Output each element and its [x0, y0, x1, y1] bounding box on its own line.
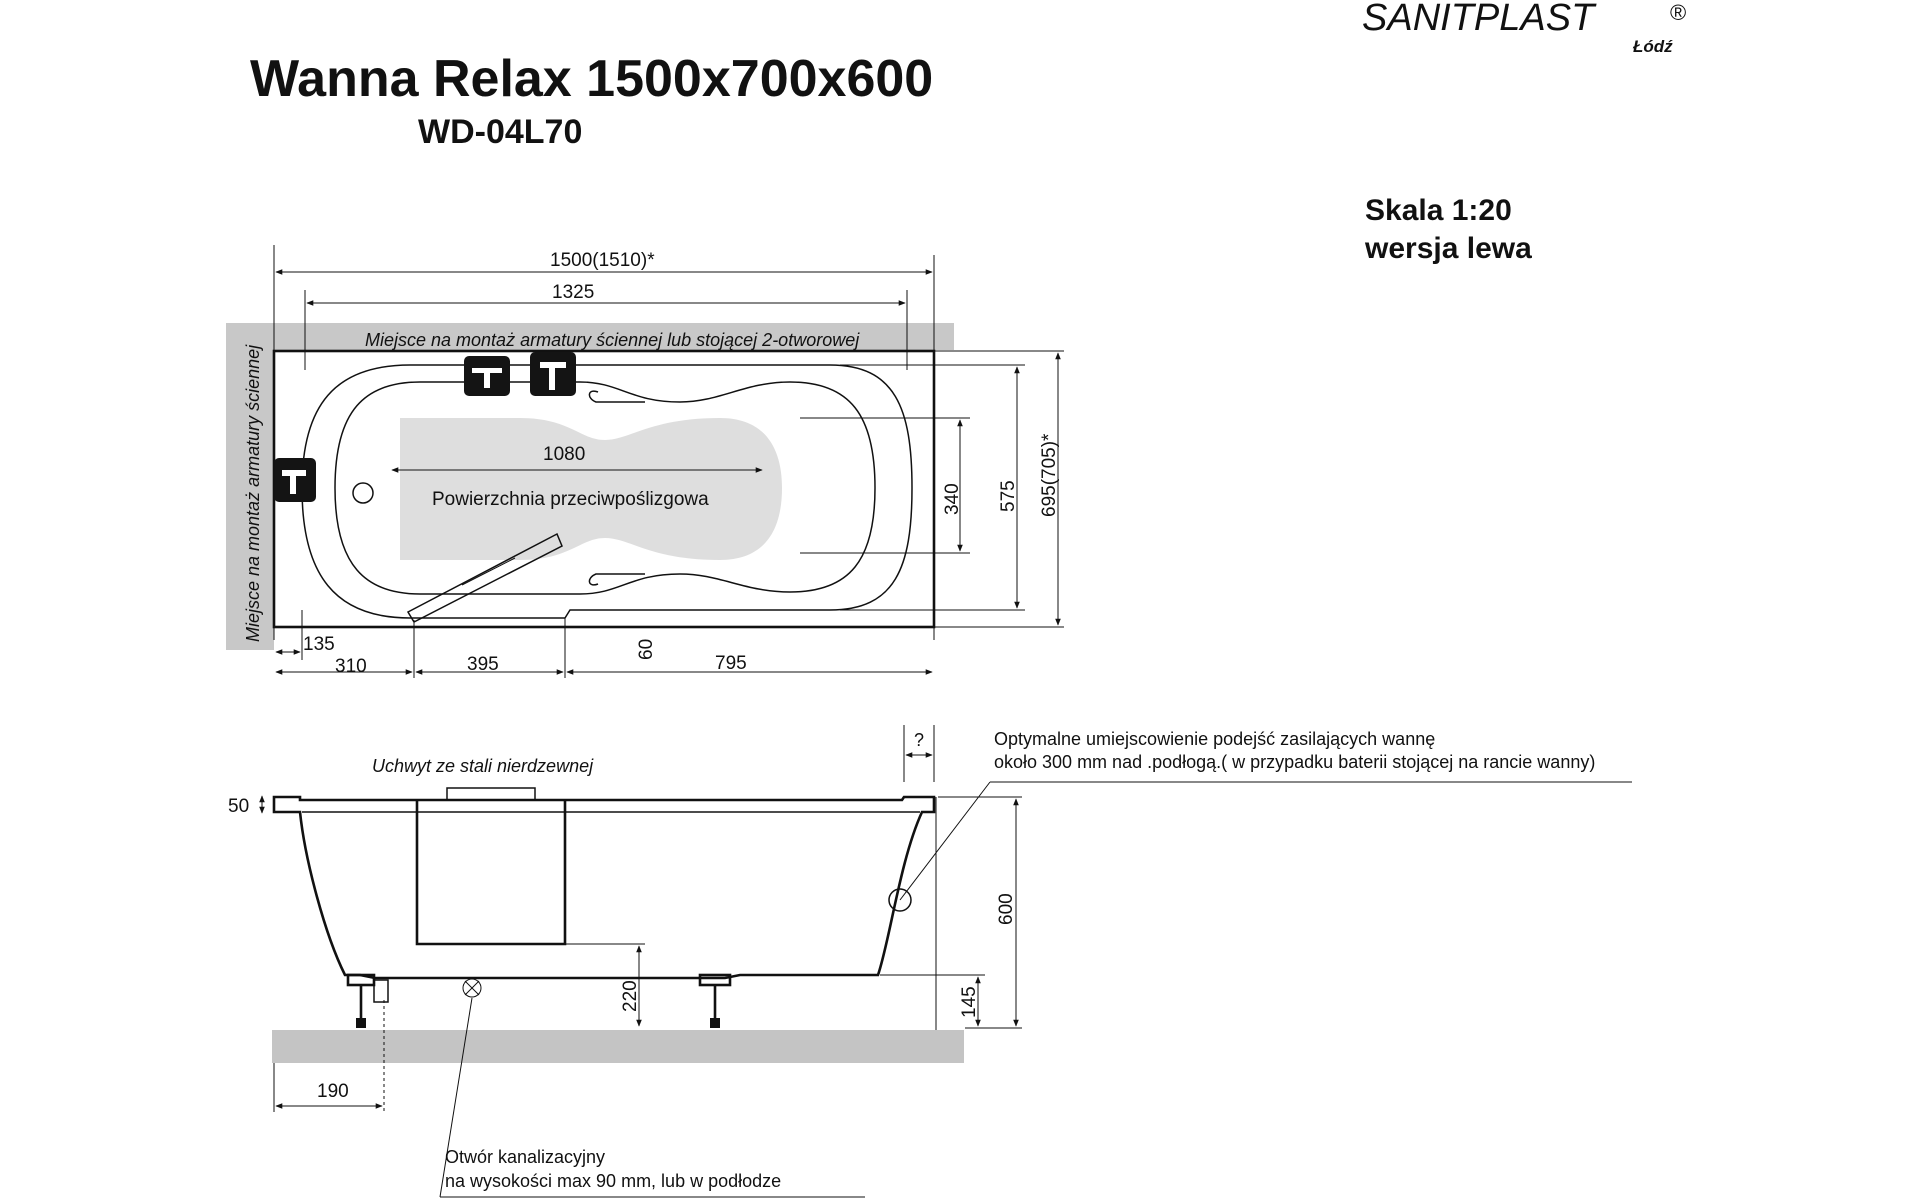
- surface-label: Powierzchnia przeciwpoślizgowa: [432, 489, 709, 510]
- tub-feet: [346, 973, 732, 1028]
- handle-bar-top: [406, 532, 563, 623]
- groove-top: [588, 390, 645, 403]
- tub-side-outline: [272, 795, 936, 980]
- faucet-zone-long-band: [272, 323, 954, 350]
- anti-slip-surface: [400, 418, 782, 560]
- faucet-zone-side-band: [226, 323, 274, 650]
- dim-drain-offset-label: 190: [317, 1081, 349, 1102]
- dim-remaining-label: 795: [715, 653, 747, 674]
- groove-bottom: [588, 573, 645, 586]
- drain-outlet-icon: [462, 978, 482, 998]
- standing-faucet-icon: [530, 352, 576, 396]
- supply-leader-line: [899, 781, 991, 901]
- basin-inner-contour: [334, 381, 876, 595]
- dim-inner-length-label: 1325: [552, 282, 594, 303]
- brand-name: SANITPLAST: [1362, 0, 1597, 39]
- brand-registered-mark: ®: [1670, 0, 1686, 25]
- dim-unknown-label: ?: [914, 730, 924, 750]
- dim-inner-width-label: 340: [942, 483, 963, 515]
- drain-hole: [352, 482, 374, 504]
- version-label: wersja lewa: [1364, 232, 1532, 265]
- dim-overall-length-label: 1500(1510)*: [550, 250, 655, 271]
- dim-handle-offset-label: 310: [335, 656, 367, 677]
- supply-note-line2: około 300 mm nad .podłogą.( w przypadku …: [994, 752, 1595, 772]
- model-code: WD-04L70: [418, 113, 582, 151]
- supply-point-icon: [888, 888, 912, 912]
- dim-surface-length-label: 1080: [543, 444, 585, 465]
- dim-height-label: 600: [996, 893, 1017, 925]
- handle-panel-side: [415, 800, 567, 946]
- drain-leader-line: [439, 997, 473, 1198]
- top-view: Miejsce na montaż armatury ściennej lub …: [226, 245, 1064, 678]
- drain-note-line2: na wysokości max 90 mm, lub w podłodze: [445, 1171, 781, 1191]
- wall-faucet-icon: [464, 356, 510, 396]
- side-faucet-icon: [274, 458, 316, 502]
- side-view: Uchwyt ze stali nierdzewnej ?: [228, 725, 1632, 1198]
- dim-basin-width-label: 575: [998, 480, 1019, 512]
- dim-handle-length-label: 395: [467, 654, 499, 675]
- scale-label: Skala 1:20: [1365, 194, 1512, 227]
- faucet-zone-side-label: Miejsce na montaż armatury ściennej: [243, 344, 263, 642]
- handle-mark: [461, 557, 516, 586]
- supply-note-line1: Optymalne umiejscowienie podejść zasilaj…: [994, 729, 1435, 749]
- floor-slab: [272, 1030, 964, 1063]
- brand-logo: SANITPLAST ® Łódź: [1362, 0, 1686, 56]
- faucet-zone-long-label: Miejsce na montaż armatury ściennej lub …: [365, 330, 860, 350]
- dim-supply-height-label: 145: [959, 986, 980, 1018]
- dim-rim-label: 50: [228, 796, 249, 817]
- handle-grip-side: [446, 787, 536, 800]
- dim-overall-width-label: 695(705)*: [1039, 433, 1060, 517]
- handle-label: Uchwyt ze stali nierdzewnej: [372, 756, 594, 776]
- drain-note-line1: Otwór kanalizacyjny: [445, 1147, 605, 1167]
- page-title: Wanna Relax 1500x700x600: [250, 50, 933, 108]
- dim-handle-depth-label: 60: [636, 639, 657, 660]
- brand-city: Łódź: [1632, 37, 1673, 56]
- dim-handle-height-label: 220: [620, 980, 641, 1012]
- dim-edge-label: 135: [303, 634, 335, 655]
